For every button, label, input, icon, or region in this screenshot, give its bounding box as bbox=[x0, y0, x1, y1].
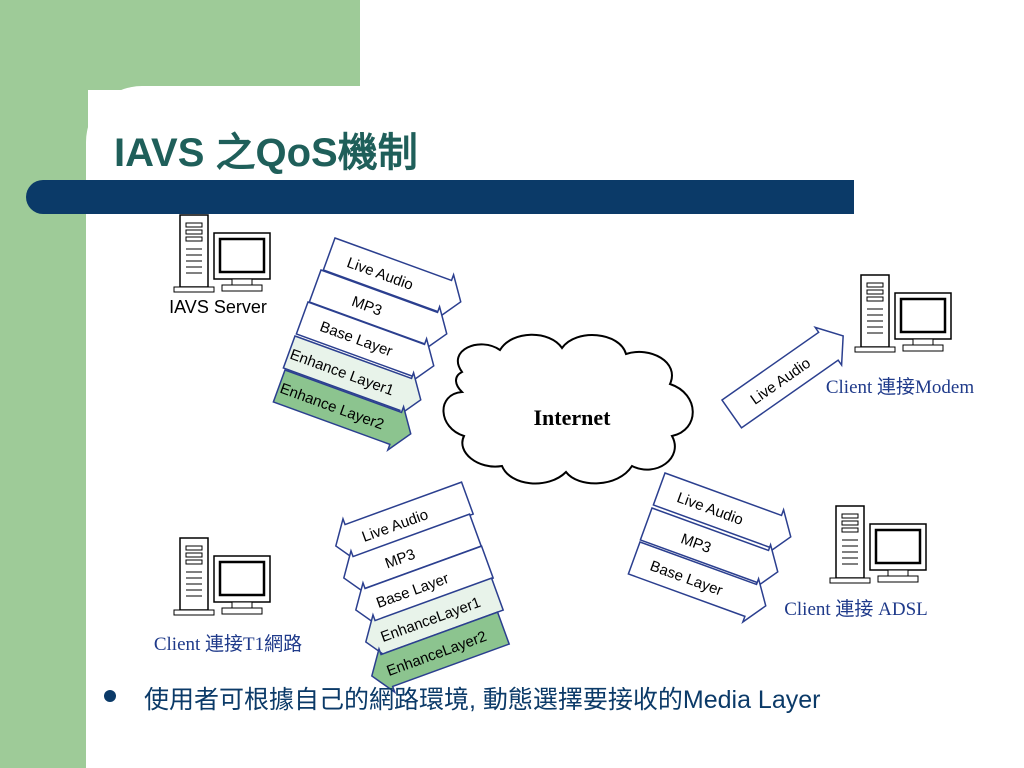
server-arrow-base-layer: Base Layer bbox=[295, 301, 435, 384]
internet-cloud: Internet bbox=[442, 333, 694, 485]
adsl-client-label: Client 連接 ADSL bbox=[784, 598, 928, 620]
title-underline-bar bbox=[26, 180, 854, 214]
t1-client-computer-icon bbox=[172, 536, 272, 617]
left-green-band bbox=[0, 0, 88, 768]
top-green-block bbox=[0, 0, 360, 90]
slide-title: IAVS 之QoS機制 bbox=[114, 131, 418, 175]
adsl-client-computer-icon bbox=[828, 504, 928, 585]
internet-label: Internet bbox=[534, 405, 612, 430]
modem-client-computer-icon bbox=[853, 273, 953, 354]
t1-client-label: Client 連接T1網路 bbox=[154, 633, 302, 655]
modem-client-label: Client 連接Modem bbox=[826, 376, 975, 398]
server-computer-icon bbox=[172, 213, 272, 294]
server-arrow-stack: Live Audio MP3 Base Layer Enhance Layer1… bbox=[272, 237, 462, 452]
bullet-dot bbox=[104, 690, 116, 702]
adsl-arrow-mp3: MP3 bbox=[639, 507, 779, 590]
adsl-arrow-stack: Live Audio MP3 Base Layer bbox=[627, 472, 792, 624]
modem-arrow-live-audio: Live Audio bbox=[720, 326, 844, 429]
server-label: IAVS Server bbox=[169, 297, 267, 317]
t1-arrow-stack: Live Audio MP3 Base Layer EnhanceLayer1 … bbox=[334, 481, 511, 695]
bullet-text: 使用者可根據自己的網路環境, 動態選擇要接收的Media Layer bbox=[144, 686, 821, 714]
